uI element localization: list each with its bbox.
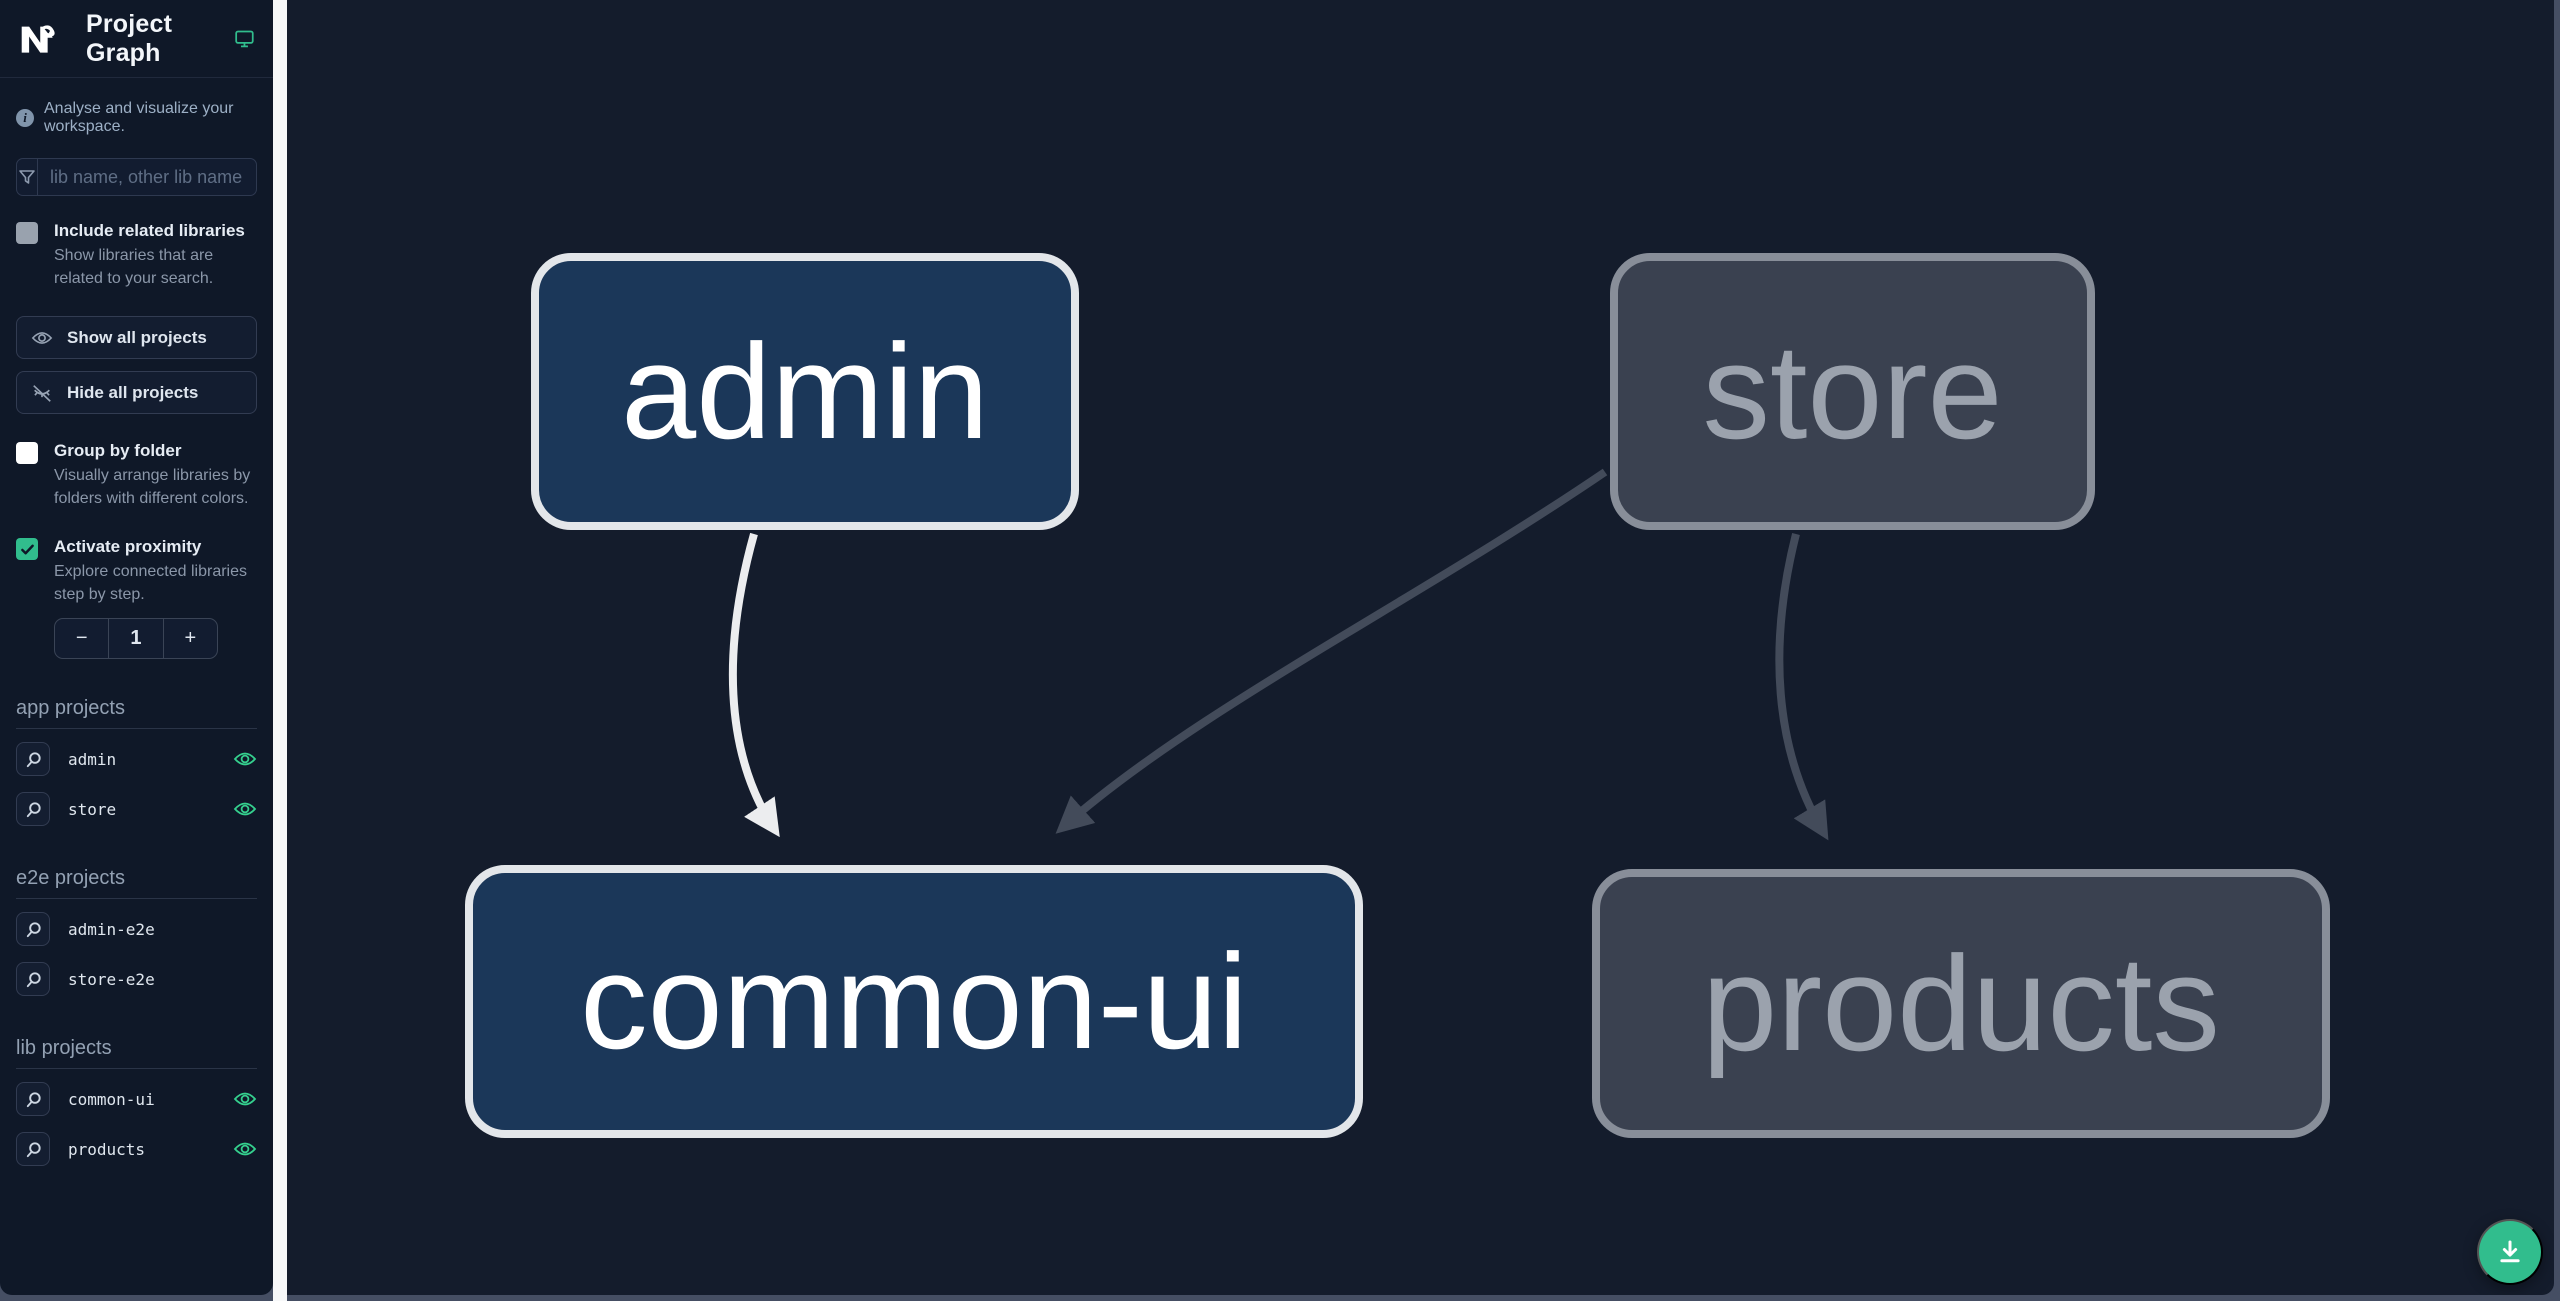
focus-project-icon: [26, 751, 41, 767]
edge-store-to-products: [1775, 533, 1829, 841]
checkmark-icon: [20, 544, 34, 555]
node-label: common-ui: [580, 926, 1248, 1077]
project-row-store-e2e: store-e2e: [16, 959, 257, 999]
sidebar: Project Graph i Analyse and visualize yo…: [0, 0, 273, 1295]
section-title: app projects: [16, 697, 257, 730]
workspace-info-row: i Analyse and visualize your workspace.: [16, 100, 257, 136]
focus-project-icon: [26, 1091, 41, 1107]
group-by-folder-label: Group by folder: [54, 441, 182, 461]
download-graph-button[interactable]: [2477, 1219, 2543, 1285]
focus-project-button[interactable]: [16, 792, 50, 827]
show-all-projects-button[interactable]: Show all projects: [16, 316, 257, 360]
search-box: [16, 158, 257, 196]
section-title: lib projects: [16, 1037, 257, 1070]
edge-store-to-common-ui: [1055, 468, 1608, 834]
sidebar-header: Project Graph: [0, 0, 273, 78]
activate-proximity-description: Explore connected libraries step by step…: [54, 563, 247, 603]
focus-project-icon: [26, 971, 41, 987]
include-related-description: Show libraries that are related to your …: [54, 247, 214, 287]
workspace-tagline: Analyse and visualize your workspace.: [44, 100, 234, 135]
focus-project-button[interactable]: [16, 742, 50, 777]
graph-node-common-ui[interactable]: common-ui: [465, 865, 1363, 1138]
include-related-checkbox[interactable]: [16, 222, 38, 244]
download-icon: [2500, 1240, 2520, 1263]
activate-proximity-checkbox-row[interactable]: Activate proximity Explore connected lib…: [16, 536, 257, 606]
eye-visible-icon: [233, 752, 257, 766]
eye-visible-icon: [233, 1142, 257, 1156]
focus-project-icon: [26, 801, 41, 817]
edge-admin-to-common-ui: [728, 532, 780, 838]
proximity-stepper: − 1 +: [54, 618, 218, 660]
search-input[interactable]: [38, 159, 256, 195]
project-name: products: [68, 1139, 146, 1159]
proximity-value: 1: [108, 619, 164, 659]
proximity-increment-button[interactable]: +: [184, 627, 197, 650]
toggle-visibility-button[interactable]: [233, 1137, 257, 1161]
hide-all-projects-button[interactable]: Hide all projects: [16, 371, 257, 415]
eye-off-icon: [33, 384, 51, 402]
nx-logo-icon: [21, 24, 55, 53]
sidebar-body: i Analyse and visualize your workspace. …: [0, 78, 273, 1189]
group-by-folder-checkbox-row[interactable]: Group by folder Visually arrange librari…: [16, 440, 257, 510]
include-related-checkbox-row[interactable]: Include related libraries Show libraries…: [16, 220, 257, 290]
node-label: store: [1702, 316, 2003, 467]
project-row-admin: admin: [16, 739, 257, 779]
project-name: store-e2e: [68, 969, 155, 989]
project-row-store: store: [16, 789, 257, 829]
toggle-visibility-button[interactable]: [233, 797, 257, 821]
section-title: e2e projects: [16, 867, 257, 900]
activate-proximity-label: Activate proximity: [54, 537, 202, 557]
focus-project-button[interactable]: [16, 1132, 50, 1167]
hide-all-projects-label: Hide all projects: [67, 382, 199, 402]
activate-proximity-checkbox[interactable]: [16, 538, 38, 561]
focus-project-icon: [26, 921, 41, 937]
proximity-decrement-button[interactable]: −: [75, 627, 88, 650]
node-label: admin: [621, 316, 989, 467]
graph-canvas[interactable]: admin store common-ui products: [287, 0, 2554, 1295]
project-row-admin-e2e: admin-e2e: [16, 909, 257, 949]
include-related-label: Include related libraries: [54, 221, 245, 240]
graph-node-admin[interactable]: admin: [531, 253, 1079, 530]
eye-visible-icon: [233, 1092, 257, 1106]
focus-project-button[interactable]: [16, 912, 50, 947]
focus-project-button[interactable]: [16, 1082, 50, 1117]
project-name: admin: [68, 749, 117, 769]
focus-project-icon: [26, 1141, 41, 1157]
section-lib-projects: lib projects common-ui: [16, 1037, 257, 1169]
section-app-projects: app projects admin: [16, 697, 257, 829]
group-by-folder-description: Visually arrange libraries by folders wi…: [54, 467, 251, 507]
project-name: store: [68, 799, 117, 819]
project-visibility-buttons: Show all projects Hide all projects: [16, 316, 257, 415]
focus-project-button[interactable]: [16, 962, 50, 997]
project-name: common-ui: [68, 1089, 155, 1109]
filter-icon: [17, 159, 38, 195]
node-label: products: [1702, 928, 2220, 1079]
sidebar-resize-handle[interactable]: [273, 0, 287, 1301]
monitor-icon[interactable]: [234, 25, 255, 52]
toggle-visibility-button[interactable]: [233, 1087, 257, 1111]
app-title: Project Graph: [86, 9, 173, 67]
eye-visible-icon: [233, 802, 257, 816]
info-icon: i: [16, 109, 34, 127]
project-row-products: products: [16, 1129, 257, 1169]
section-e2e-projects: e2e projects admin-e2e stor: [16, 867, 257, 999]
graph-edges: [728, 468, 1829, 841]
project-row-common-ui: common-ui: [16, 1079, 257, 1119]
graph-node-products[interactable]: products: [1592, 869, 2330, 1138]
toggle-visibility-button[interactable]: [233, 747, 257, 771]
group-by-folder-checkbox[interactable]: [16, 442, 38, 465]
show-all-projects-label: Show all projects: [67, 327, 207, 347]
eye-icon: [31, 331, 53, 344]
project-name: admin-e2e: [68, 919, 155, 939]
graph-node-store[interactable]: store: [1610, 253, 2095, 530]
